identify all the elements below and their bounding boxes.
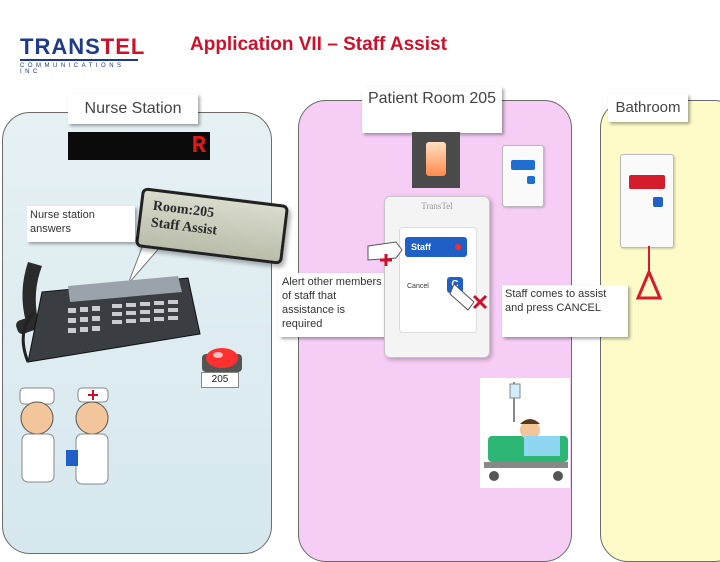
staff-led-icon <box>455 244 461 250</box>
patient-in-bed-icon <box>484 382 568 481</box>
alert-staff-callout: Alert other members of staff that assist… <box>279 273 391 337</box>
logo-trans: TRANS <box>20 34 101 59</box>
nurses-illustration-icon <box>19 387 109 485</box>
nurse-station-label: Nurse Station <box>68 94 198 124</box>
nurse-answers-callout: Nurse station answers <box>27 206 135 242</box>
room-remote-unit-icon <box>502 145 544 207</box>
patient-bed-illustration <box>480 378 570 488</box>
patient-call-station: TransTel Staff Cancel C <box>384 196 490 358</box>
hand-press-cancel-icon <box>449 283 488 311</box>
logo-tel: TEL <box>100 34 146 59</box>
logo-underline <box>20 59 138 61</box>
room-dome-light-icon <box>412 132 460 188</box>
staff-button[interactable]: Staff <box>405 237 467 257</box>
desk-phone-icon <box>16 262 201 363</box>
room-number-badge: 205 <box>201 372 239 388</box>
led-char: R <box>191 133 206 160</box>
logo-tagline: COMMUNICATIONS INC <box>20 63 125 75</box>
corridor-dome-light-icon <box>202 348 242 372</box>
transtel-logo: TRANSTEL COMMUNICATIONS INC <box>20 34 144 75</box>
bathroom-emergency-unit <box>620 154 674 248</box>
hand-press-staff-icon <box>367 241 403 266</box>
staff-button-label: Staff <box>411 242 431 252</box>
page-title: Application VII – Staff Assist <box>190 34 447 55</box>
patient-room-label: Patient Room 205 <box>362 87 502 133</box>
pull-cord-icon[interactable] <box>634 246 664 302</box>
cancel-button-label: Cancel <box>407 283 429 290</box>
station-brand: TransTel <box>421 201 453 211</box>
bathroom-label: Bathroom <box>608 94 688 122</box>
staff-cancel-callout: Staff comes to assist and press CANCEL <box>502 285 628 337</box>
nurse-led-display: R <box>68 132 210 160</box>
